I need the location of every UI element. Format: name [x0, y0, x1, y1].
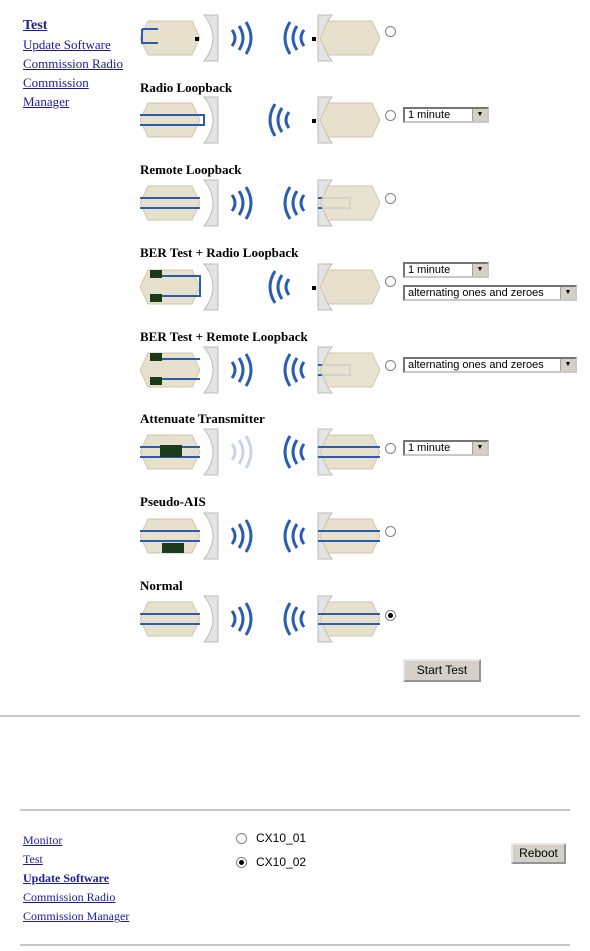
heading-attenuate-transmitter: Attenuate Transmitter — [140, 411, 265, 426]
diagram-ber-remote-loopback — [139, 345, 381, 395]
test-radio-attenuate-transmitter[interactable] — [385, 443, 396, 454]
duration-select-attenuate-transmitter[interactable]: 1 minute▼ — [403, 440, 489, 456]
pattern-select-ber-radio-loopback[interactable]: alternating ones and zeroes▼ — [403, 285, 577, 301]
nav-test[interactable]: Test — [23, 18, 48, 33]
heading-pseudo-ais: Pseudo-AIS — [140, 494, 206, 509]
test-radio-normal[interactable] — [385, 610, 396, 621]
divider-bottom-lower — [20, 944, 570, 946]
loopback-diagram-basic — [139, 13, 381, 63]
chevron-down-icon: ▼ — [472, 109, 487, 121]
test-radio-pseudo-ais[interactable] — [385, 526, 396, 537]
device-label: CX10_02 — [256, 855, 307, 869]
reboot-button[interactable]: Reboot — [511, 843, 566, 864]
duration-select-ber-radio-loopback[interactable]: 1 minute▼ — [403, 262, 489, 278]
heading-normal: Normal — [140, 578, 183, 593]
chevron-down-icon: ▼ — [472, 442, 487, 454]
nav-commission-manager[interactable]: Commission Manager — [23, 75, 89, 109]
chevron-down-icon: ▼ — [560, 287, 575, 299]
device-label: CX10_01 — [256, 831, 307, 845]
device-radio-cx10-02[interactable] — [236, 857, 247, 868]
top-nav: Test Update Software Commission Radio Co… — [23, 16, 135, 111]
nav-update-software[interactable]: Update Software — [23, 37, 111, 52]
diagram-remote-loopback — [139, 178, 381, 228]
heading-ber-radio-loopback: BER Test + Radio Loopback — [140, 245, 299, 260]
device-radio-cx10-01[interactable] — [236, 833, 247, 844]
diagram-radio-loopback — [139, 95, 381, 145]
test-radio-basic[interactable] — [385, 26, 396, 37]
divider-top — [0, 715, 580, 717]
dish-antenna-icon — [202, 14, 219, 62]
signal-wave-icon — [230, 21, 306, 55]
chevron-down-icon: ▼ — [560, 359, 575, 371]
diagram-attenuate-transmitter — [139, 427, 381, 477]
bottom-nav: Monitor Test Update Software Commission … — [23, 831, 129, 926]
diagram-ber-radio-loopback — [139, 262, 381, 312]
duration-select-radio-loopback[interactable]: 1 minute▼ — [403, 107, 489, 123]
nav-commission-manager-bottom[interactable]: Commission Manager — [23, 909, 130, 923]
pattern-select-ber-remote-loopback[interactable]: alternating ones and zeroes▼ — [403, 357, 577, 373]
nav-commission-radio-bottom[interactable]: Commission Radio — [23, 890, 116, 904]
diagram-pseudo-ais — [139, 511, 381, 561]
divider-bottom-upper — [20, 809, 570, 811]
test-radio-ber-radio-loopback[interactable] — [385, 276, 396, 287]
nav-monitor[interactable]: Monitor — [23, 833, 63, 847]
heading-radio-loopback: Radio Loopback — [140, 80, 233, 95]
test-radio-ber-remote-loopback[interactable] — [385, 360, 396, 371]
nav-test-bottom[interactable]: Test — [23, 852, 43, 866]
radio-unit-icon — [139, 20, 201, 56]
chevron-down-icon: ▼ — [472, 264, 487, 276]
start-test-button[interactable]: Start Test — [403, 659, 481, 682]
heading-ber-remote-loopback: BER Test + Remote Loopback — [140, 329, 308, 344]
nav-update-software-bottom[interactable]: Update Software — [23, 871, 110, 885]
test-radio-radio-loopback[interactable] — [385, 110, 396, 121]
nav-commission-radio[interactable]: Commission Radio — [23, 56, 124, 71]
diagram-normal — [139, 594, 381, 644]
heading-remote-loopback: Remote Loopback — [140, 162, 242, 177]
test-radio-remote-loopback[interactable] — [385, 193, 396, 204]
